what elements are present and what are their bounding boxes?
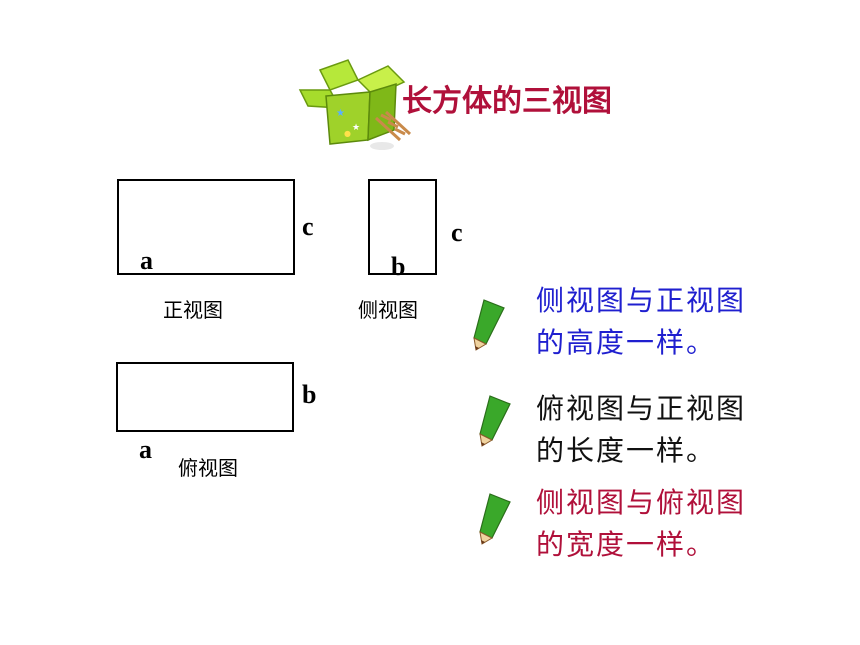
note-width-line1: 侧视图与俯视图 xyxy=(536,486,747,519)
pencil-icon xyxy=(479,493,511,545)
page-title: 长方体的三视图 xyxy=(402,84,612,119)
side-view-rect xyxy=(368,179,437,275)
side-view-width-letter: b xyxy=(391,252,406,281)
note-height-line1: 侧视图与正视图 xyxy=(536,284,747,317)
note-width-line2: 的宽度一样。 xyxy=(536,528,717,561)
note-length-line2: 的长度一样。 xyxy=(536,434,717,467)
note-height: 侧视图与正视图 的高度一样。 xyxy=(536,280,746,364)
note-height-line2: 的高度一样。 xyxy=(536,326,717,359)
svg-text:●: ● xyxy=(344,129,351,138)
gift-box-icon: ★ ★ ● xyxy=(298,59,412,150)
note-width: 侧视图与俯视图 的宽度一样。 xyxy=(536,482,746,566)
front-view-rect xyxy=(117,179,295,275)
top-view-rect xyxy=(116,362,294,432)
svg-text:★: ★ xyxy=(352,123,360,133)
front-view-height-letter: c xyxy=(302,212,314,241)
top-view-label: 俯视图 xyxy=(178,456,238,480)
side-view-label: 侧视图 xyxy=(358,298,418,322)
svg-text:★: ★ xyxy=(336,108,345,119)
front-view-label: 正视图 xyxy=(163,298,223,322)
top-view-width-letter: a xyxy=(139,435,152,464)
top-view-height-letter: b xyxy=(302,380,317,409)
pencil-icon xyxy=(473,299,505,351)
pencil-icon xyxy=(479,395,511,447)
side-view-height-letter: c xyxy=(451,218,463,247)
note-length: 俯视图与正视图 的长度一样。 xyxy=(536,388,746,472)
front-view-width-letter: a xyxy=(140,246,153,275)
note-length-line1: 俯视图与正视图 xyxy=(536,392,747,425)
